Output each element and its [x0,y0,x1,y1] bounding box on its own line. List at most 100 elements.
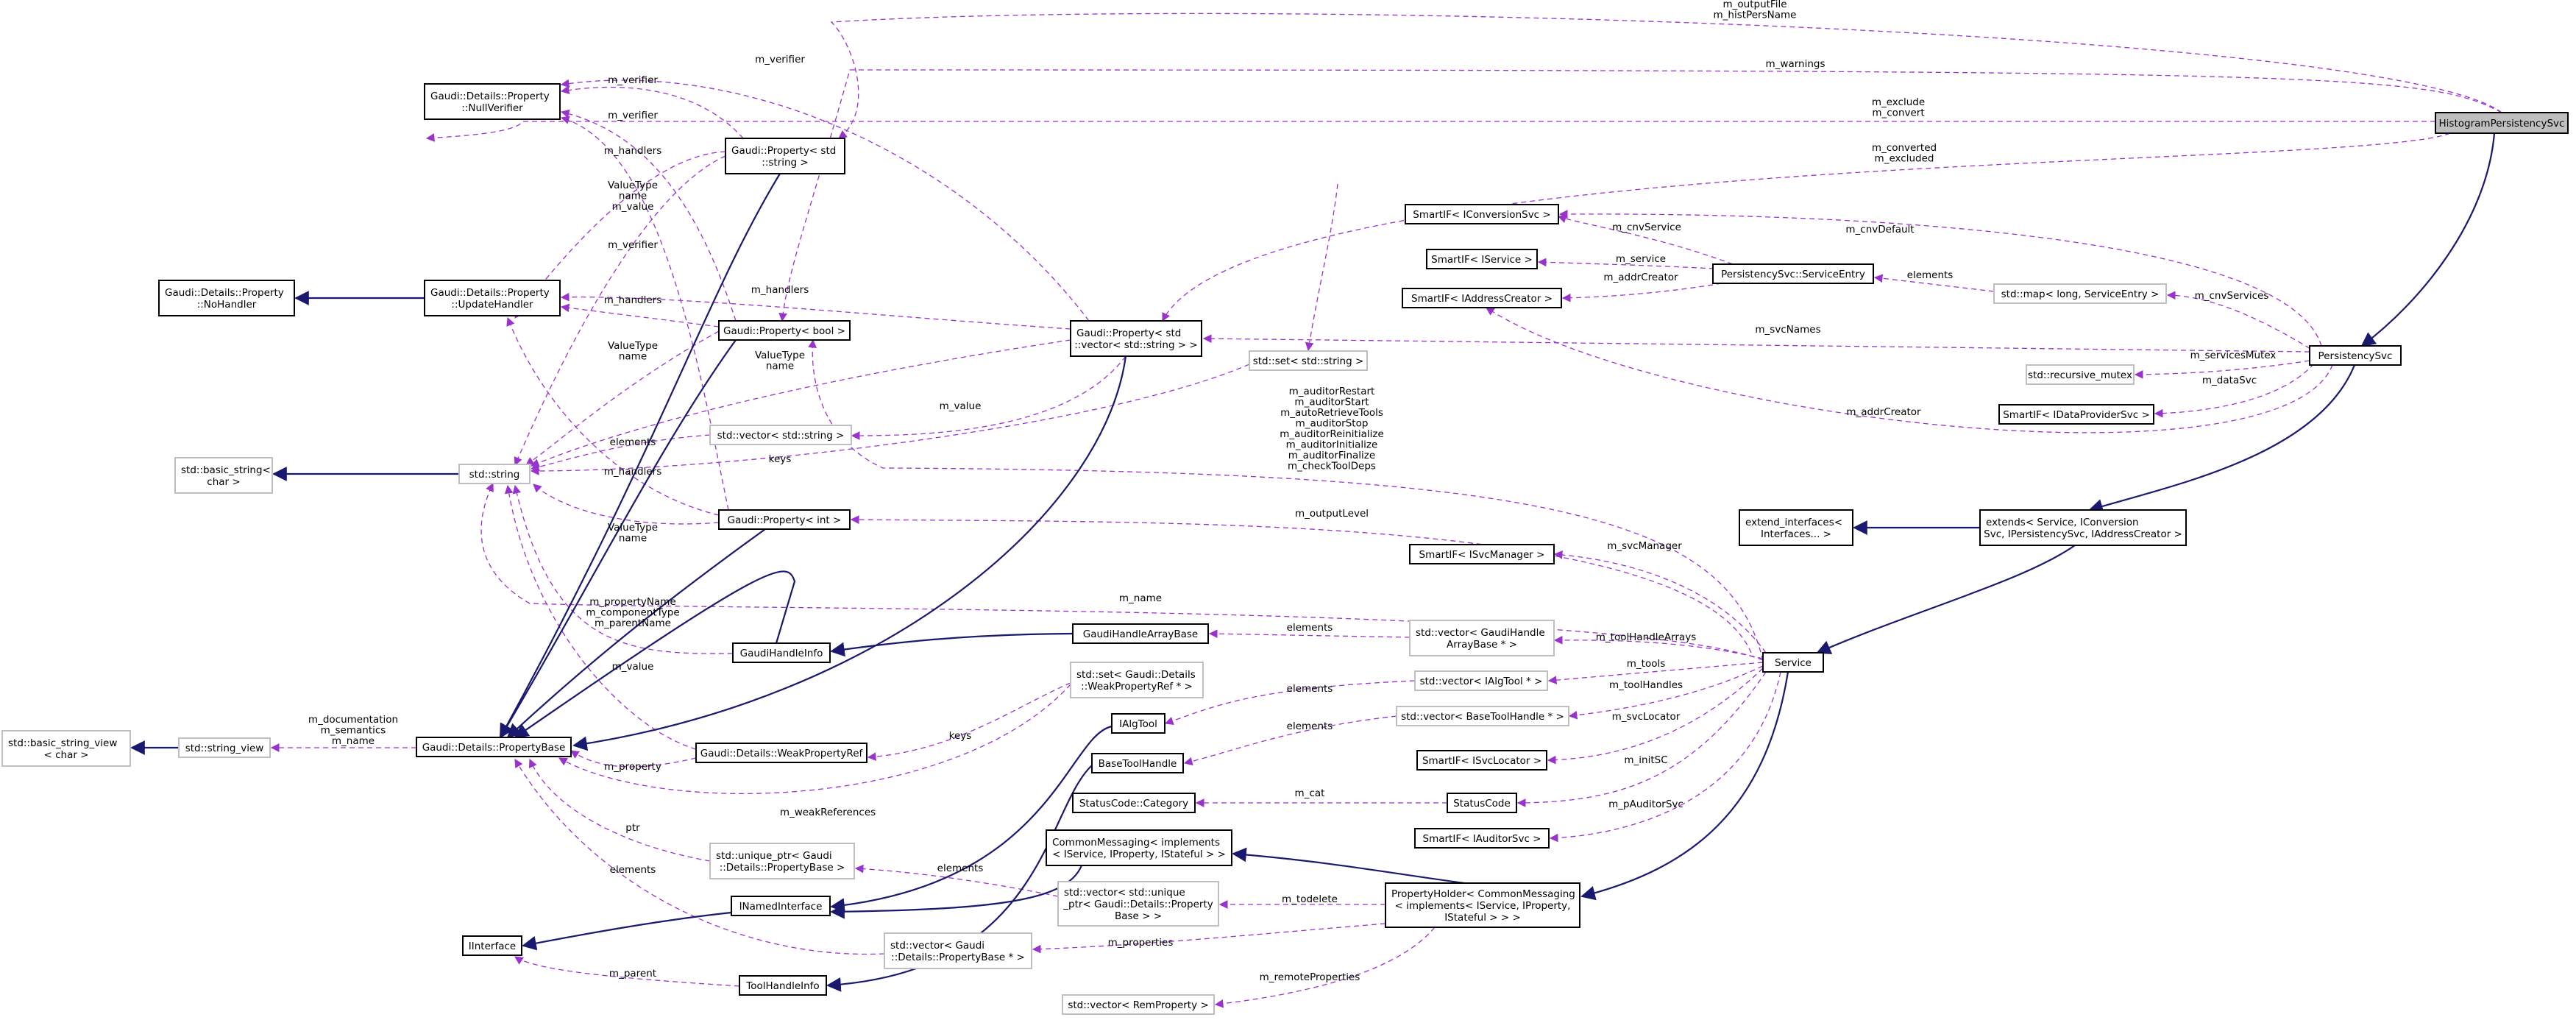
node-set-string[interactable]: std::set< std::string > [1249,350,1368,371]
node-extend-interfaces[interactable]: extend_interfaces<Interfaces... > [1739,509,1853,546]
node-tool-handle-info[interactable]: ToolHandleInfo [739,975,827,996]
edge-label-ptr: ptr [625,822,640,834]
edge-gharray-to-ghinfo [830,632,1074,657]
node-service[interactable]: Service [1762,652,1824,673]
node-vec-string[interactable]: std::vector< std::string > [709,425,852,445]
edge-label-line: m_addrCreator [1846,406,1921,418]
node-property-string[interactable]: Gaudi::Property< std::string > [725,138,845,174]
node-property-vec-string[interactable]: Gaudi::Property< std::vector< std::strin… [1070,320,1202,357]
node-smartif-iservice[interactable]: SmartIF< IService > [1426,249,1538,269]
node-label-line: Gaudi::Details::WeakPropertyRef [700,748,864,759]
edge-label-line: ValueType [755,350,805,361]
node-basic-string[interactable]: std::basic_string<char > [174,457,273,494]
edge-label-line: m_handlers [751,284,809,296]
node-label: SmartIF< IDataProviderSvc > [2003,409,2150,421]
node-label-line: Base > > [1115,910,1162,922]
edge-label-line: m_addrCreator [1603,272,1678,283]
node-common-messaging[interactable]: CommonMessaging< implements< IService, I… [1046,829,1232,866]
node-std-string[interactable]: std::string [458,464,531,484]
node-status-code[interactable]: StatusCode [1447,793,1517,813]
node-label: std::basic_string<char > [181,464,271,488]
node-box [718,320,851,341]
node-label: Gaudi::Property< int > [728,514,842,526]
node-property-base[interactable]: Gaudi::Details::PropertyBase [416,737,572,757]
node-box [1993,283,2167,304]
node-string-view[interactable]: std::string_view [178,737,271,758]
edge-label-verifier-bool: m_verifier [608,239,658,251]
node-ialg-tool[interactable]: IAlgTool [1111,713,1165,734]
node-label: std::unique_ptr< Gaudi::Details::Propert… [716,850,845,874]
node-label: std::vector< RemProperty > [1068,999,1208,1011]
node-label: Gaudi::Details::Property::UpdateHandler [430,287,550,311]
node-basic-string-view[interactable]: std::basic_string_view< char > [1,730,131,767]
node-smartif-iauditor[interactable]: SmartIF< IAuditorSvc > [1414,828,1550,849]
node-label-line: std::unique_ptr< Gaudi [716,850,832,862]
node-smartif-isvclocator[interactable]: SmartIF< ISvcLocator > [1416,750,1547,771]
node-vec-uniqueptr-propbase[interactable]: std::vector< std::unique_ptr< Gaudi::Det… [1057,881,1219,927]
edge-label-line: m_cat [1295,787,1325,799]
node-base-tool-handle[interactable]: BaseToolHandle [1091,753,1184,773]
edge-label-line: m_histPersName [1714,10,1797,21]
node-weak-property-ref[interactable]: Gaudi::Details::WeakPropertyRef [695,743,867,763]
node-label-line: Gaudi::Details::Property [430,91,550,102]
edge-property-holder-to-common-messaging [1232,847,1465,885]
node-label-line: StatusCode [1453,798,1511,810]
edge-label-svc-locator: m_svcLocator [1612,711,1681,723]
node-histogram-persistency-svc[interactable]: HistogramPersistencySvc [2435,112,2569,134]
node-box [1409,544,1555,564]
node-recursive-mutex[interactable]: std::recursive_mutex [2026,364,2135,385]
node-smartif-iaddresscreator[interactable]: SmartIF< IAddressCreator > [1402,288,1562,308]
edge-p-auditor-svc [1549,671,1781,843]
node-label-line: _ptr< Gaudi::Details::Property [1062,899,1213,910]
node-property-int[interactable]: Gaudi::Property< int > [718,509,851,530]
edge-label-line: m_cnvServices [2195,290,2269,302]
node-label: Gaudi::Details::PropertyBase [422,742,566,754]
node-box [1409,620,1555,656]
node-property-bool[interactable]: Gaudi::Property< bool > [718,320,851,341]
node-gaudi-handle-array-base[interactable]: GaudiHandleArrayBase [1072,623,1209,644]
node-map-service-entry[interactable]: std::map< long, ServiceEntry > [1993,283,2167,304]
node-vec-propbase-ptr[interactable]: std::vector< Gaudi::Details::PropertyBas… [884,932,1032,969]
node-unique-ptr-propbase[interactable]: std::unique_ptr< Gaudi::Details::Propert… [709,843,855,879]
edge-label-line: m_servicesMutex [2190,350,2277,361]
edge-label-todelete: m_todelete [1282,893,1338,905]
node-gaudi-handle-info[interactable]: GaudiHandleInfo [732,642,831,663]
edge-ptr [528,758,711,862]
node-smartif-idataprovider[interactable]: SmartIF< IDataProviderSvc > [1998,404,2154,425]
node-iinterface[interactable]: IInterface [462,935,522,956]
edge-label-elements-pb: elements [610,864,656,876]
node-status-code-category[interactable]: StatusCode::Category [1072,793,1196,813]
node-label-line: Gaudi::Details::PropertyBase [422,742,566,754]
node-label-line: Gaudi::Property< std [1076,327,1181,339]
node-box [424,83,561,120]
edge-extends-to-service [1816,545,2076,654]
node-vec-basetoolhandle[interactable]: std::vector< BaseToolHandle * > [1396,706,1569,726]
node-no-handler[interactable]: Gaudi::Details::Property::NoHandler [158,280,295,316]
node-box [695,743,867,763]
node-label: Gaudi::Details::Property::NullVerifier [430,91,550,114]
node-box [1062,994,1215,1015]
node-property-holder[interactable]: PropertyHolder< CommonMessaging< impleme… [1385,882,1580,928]
edge-label-tool-handles: m_toolHandles [1609,679,1683,691]
node-label-line: std::vector< Gaudi [890,940,984,952]
node-update-handler[interactable]: Gaudi::Details::Property::UpdateHandler [424,280,561,316]
node-smartif-isvcmanager[interactable]: SmartIF< ISvcManager > [1409,544,1555,564]
node-null-verifier[interactable]: Gaudi::Details::Property::NullVerifier [424,83,561,120]
edge-label-weak-references: m_weakReferences [780,807,876,818]
node-service-entry[interactable]: PersistencySvc::ServiceEntry [1712,263,1874,284]
edge-keys-set [530,364,1250,475]
node-label-line: extends< Service, IConversion [1986,517,2139,528]
node-label: IAlgTool [1119,718,1157,730]
node-label: std::basic_string_view< char > [8,737,117,761]
node-label-line: std::recursive_mutex [2028,369,2132,381]
node-vec-ialgtool[interactable]: std::vector< IAlgTool * > [1414,670,1548,691]
node-set-weakpropref[interactable]: std::set< Gaudi::Details::WeakPropertyRe… [1070,662,1204,698]
node-smartif-iconversion[interactable]: SmartIF< IConversionSvc > [1405,204,1559,224]
node-vec-remproperty[interactable]: std::vector< RemProperty > [1062,994,1215,1015]
node-inamed-interface[interactable]: INamedInterface [731,896,831,916]
node-persistency-svc[interactable]: PersistencySvc [2309,345,2402,366]
